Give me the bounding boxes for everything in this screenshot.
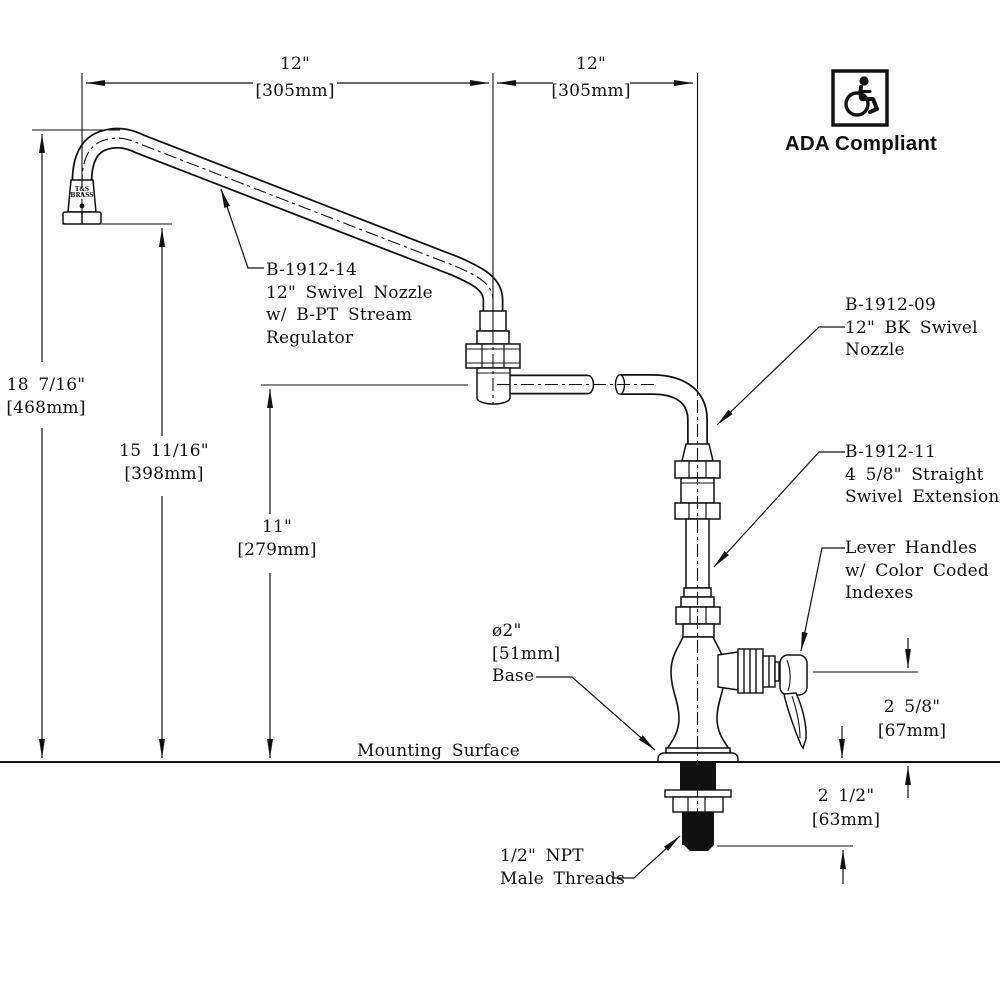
dim-height-pipe: 11" [279mm] xyxy=(237,517,317,560)
wheelchair-icon xyxy=(844,76,879,117)
ada-compliant-label: ADA Compliant xyxy=(784,132,938,155)
valve-bonnet xyxy=(717,648,784,694)
dim-height-nozzle: 15 11/16" [398mm] xyxy=(119,441,209,484)
dimension-lines xyxy=(39,80,911,884)
extension-lines xyxy=(32,73,918,847)
right-swivel-nozzle-tube xyxy=(614,374,708,447)
centerlines xyxy=(81,137,699,850)
dim-spout-right: 12" [305mm] xyxy=(551,54,631,101)
brand-mark: T&S BRASS xyxy=(70,186,94,199)
ada-box xyxy=(831,69,889,127)
label-mounting-surface: Mounting Surface xyxy=(357,741,520,761)
spout-tip-aerator xyxy=(62,179,102,225)
label-swivel-nozzle-b1912-14: B-1912-14 12" Swivel Nozzle w/ B-PT Stre… xyxy=(266,260,433,348)
leader-lines xyxy=(220,188,845,879)
lever-handle xyxy=(779,654,808,750)
dim-shank-length: 2 1/2" [63mm] xyxy=(811,786,881,830)
dim-height-total: 18 7/16" [468mm] xyxy=(6,375,86,418)
dim-spout-left: 12" [305mm] xyxy=(255,54,335,101)
dim-handle-offset: 2 5/8" [67mm] xyxy=(877,697,947,741)
label-npt-threads: 1/2" NPT Male Threads xyxy=(500,846,626,889)
label-swivel-extension-b1912-11: B-1912-11 4 5/8" Straight Swivel Extensi… xyxy=(845,442,1000,507)
label-base-diameter: ø2" [51mm] Base xyxy=(492,621,561,686)
label-lever-handles: Lever Handles w/ Color Coded Indexes xyxy=(845,538,989,603)
label-swivel-nozzle-b1912-09: B-1912-09 12" BK Swivel Nozzle xyxy=(845,295,978,360)
